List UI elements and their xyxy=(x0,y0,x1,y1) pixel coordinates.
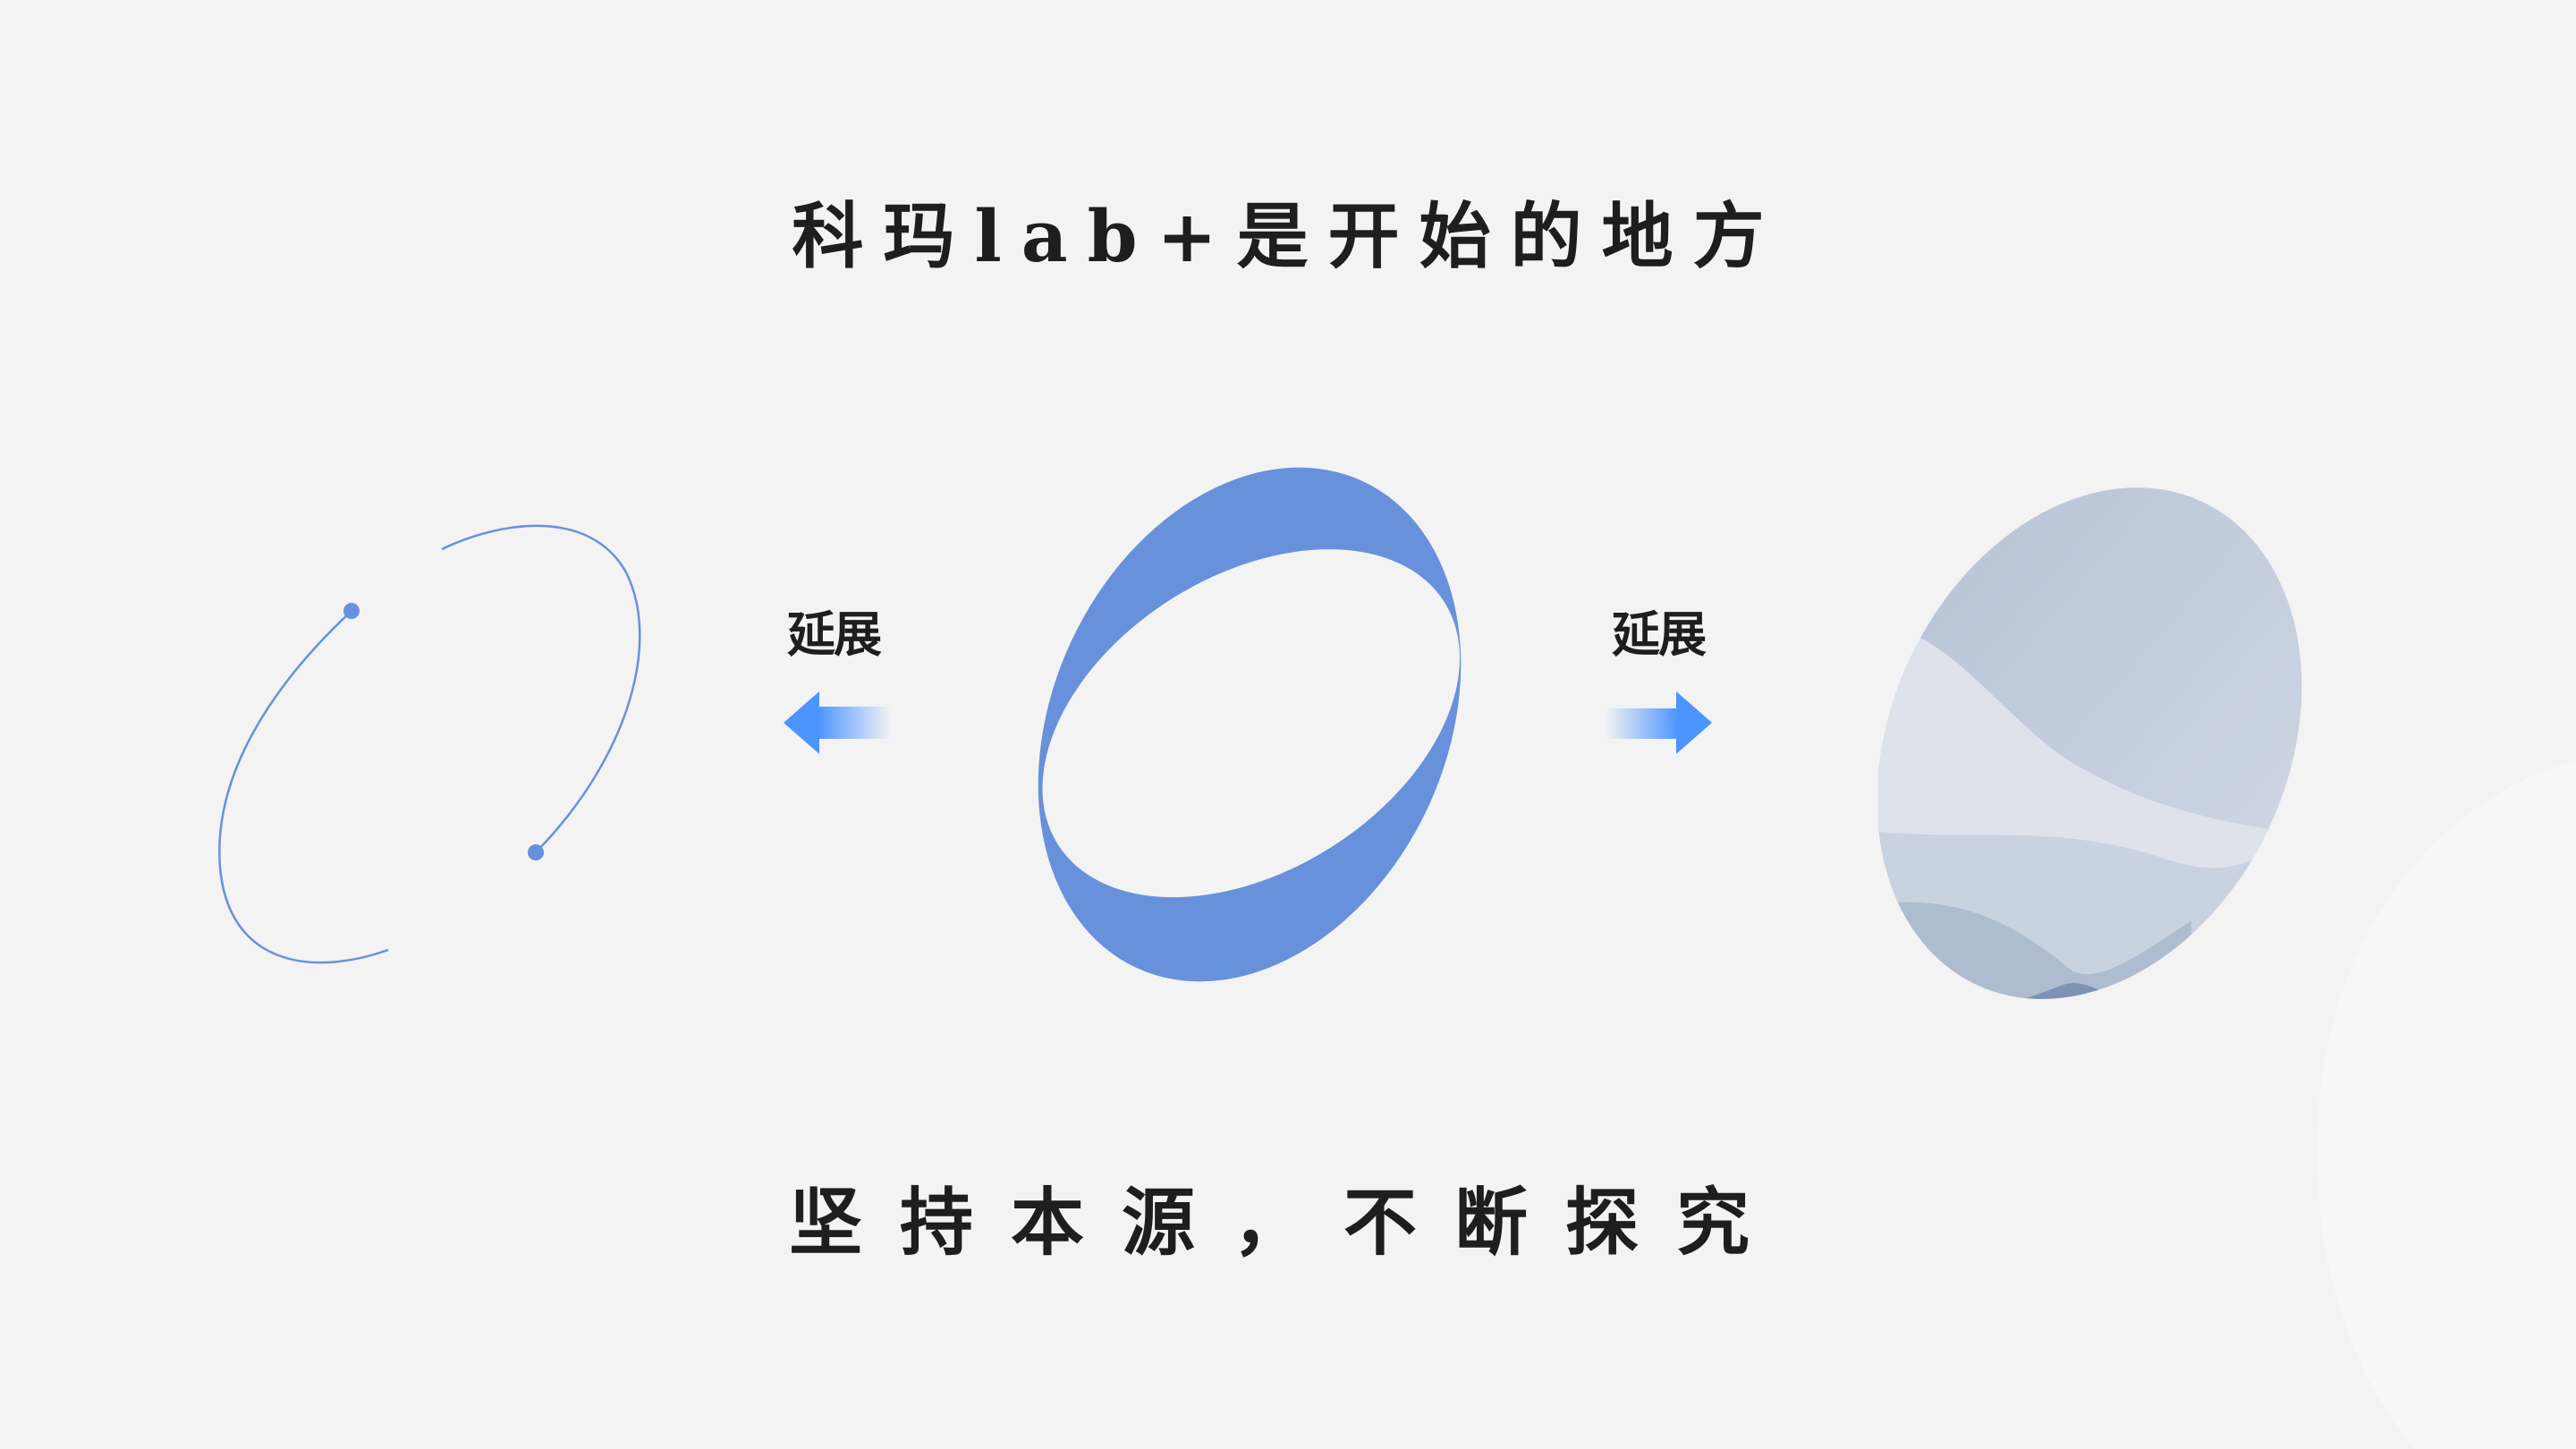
outline-endpoint-dot xyxy=(528,844,544,860)
page-title: 科玛lab+是开始的地方 xyxy=(792,194,1784,278)
arrow-right-icon xyxy=(1606,691,1712,754)
outline-endpoint-dot xyxy=(343,603,360,619)
background-swirl xyxy=(2317,760,2576,1449)
blue-ring-shape xyxy=(1038,467,1462,982)
open-ellipse-outline xyxy=(218,524,641,964)
extend-label-left: 延展 xyxy=(787,606,882,663)
arrow-left-icon xyxy=(784,691,891,754)
extend-label-right: 延展 xyxy=(1612,606,1707,663)
fabric-wave-image xyxy=(1878,447,2370,1069)
slogan: 坚持本源，不断探究 xyxy=(788,1180,1787,1266)
